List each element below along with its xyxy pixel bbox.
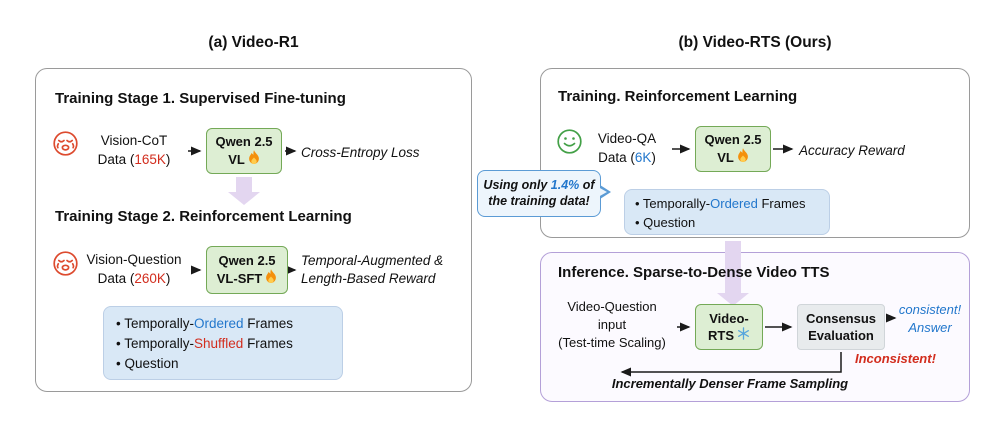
callout-percentage: 1.4% [550,178,580,192]
qwen-sft-model-box: Qwen 2.5 VL [206,128,282,174]
stage2-reward-label: Temporal-Augmented & Length-Based Reward [301,253,444,286]
bullet-temporally-ordered: • Temporally-Ordered Frames [635,196,806,211]
rts-reward-label: Accuracy Reward [799,143,905,158]
rts-data-label: Video-QA Data (6K) [597,131,657,165]
frame-sampling-loop-label: Incrementally Denser Frame Sampling [611,376,849,391]
inconsistent-label: Inconsistent! [855,351,936,366]
fire-icon [737,148,749,167]
train-to-inference-arrowhead [717,293,749,306]
callout-tail-fill [598,187,607,197]
video-r1-inputs-box: • Temporally-Ordered Frames • Temporally… [103,306,343,380]
fire-icon [265,269,277,288]
rts-inputs-box: • Temporally-Ordered Frames • Question [624,189,830,235]
stage1-data-label: Vision-CoT Data (165K) [97,133,171,167]
rts-training-heading: Training. Reinforcement Learning [558,88,798,105]
stage1-loss-label: Cross-Entropy Loss [301,145,420,160]
bullet-temporally-ordered: • Temporally-Ordered Frames [116,316,294,331]
crying-face-icon [52,250,79,282]
fire-icon [248,150,260,169]
train-to-inference-arrow [725,241,741,293]
bullet-question: • Question [116,356,179,371]
stage1-heading: Training Stage 1. Supervised Fine-tuning [55,90,346,107]
stage2-data-count: 260K [134,271,166,286]
stage2-data-label: Vision-Question Data (260K) [86,252,182,286]
rts-inference-heading: Inference. Sparse-to-Dense Video TTS [558,264,830,281]
smiley-face-icon [556,128,583,160]
snowflake-icon [737,327,750,344]
inference-input-label: Video-Question input (Test-time Scaling) [558,299,666,350]
rts-qwen-model-box: Qwen 2.5 VL [695,126,771,172]
video-rts-model-box: Video- RTS [695,304,763,350]
bullet-temporally-shuffled: • Temporally-Shuffled Frames [116,336,293,351]
stage-flow-arrowhead [228,192,260,205]
stage2-heading: Training Stage 2. Reinforcement Learning [55,208,352,225]
bullet-question: • Question [635,215,696,230]
consistent-answer-label: consistent! Answer [898,302,962,335]
stage-flow-arrow [236,177,252,192]
stage1-data-count: 165K [134,152,166,167]
crying-face-icon [52,130,79,162]
qwen-rl-model-box: Qwen 2.5 VL-SFT [206,246,288,294]
right-figure-title: (b) Video-RTS (Ours) [678,34,832,51]
rts-data-count: 6K [634,150,652,165]
consensus-evaluation-box: Consensus Evaluation [797,304,885,350]
data-efficiency-callout: Using only 1.4% of the training data! [477,170,601,217]
left-figure-title: (a) Video-R1 [208,34,299,51]
